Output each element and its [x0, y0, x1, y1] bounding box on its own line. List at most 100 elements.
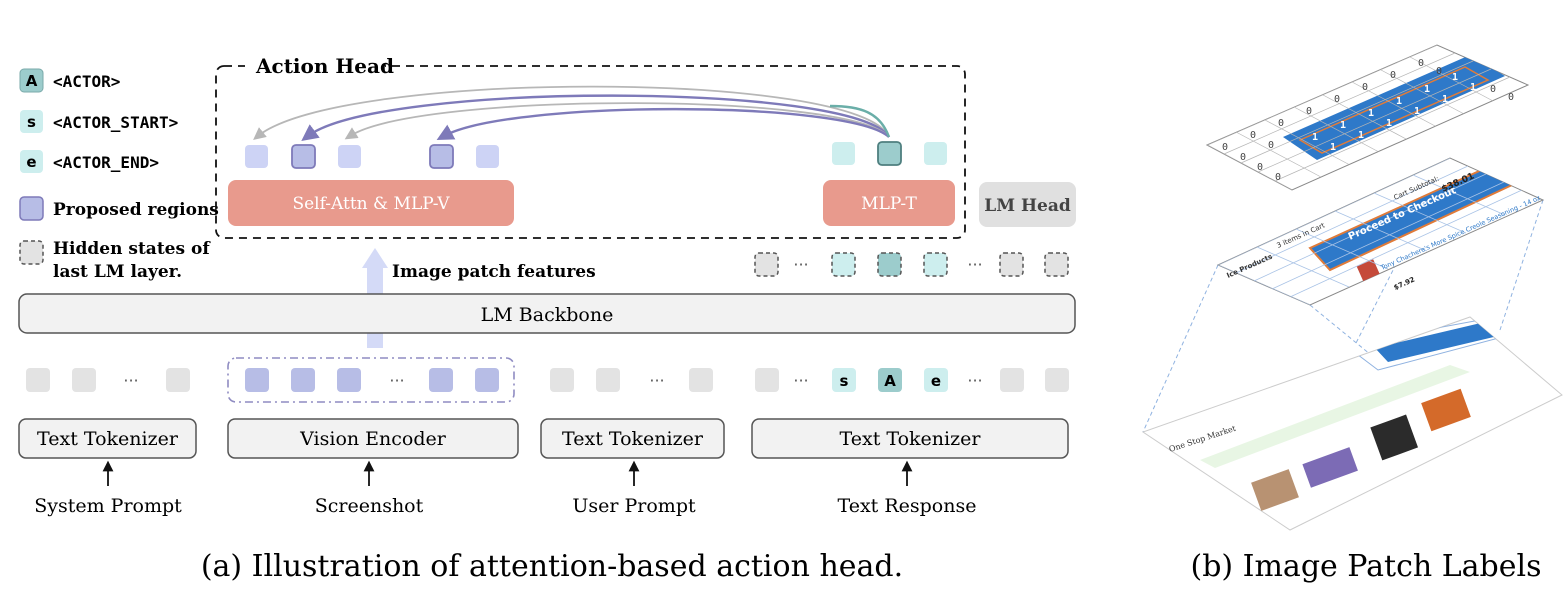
label-zero: 0 [1508, 92, 1514, 103]
mini-checkout-button [1375, 322, 1498, 362]
response-ellipsis-2: ··· [967, 371, 982, 390]
legend-end-letter: e [26, 153, 36, 171]
label-zero: 0 [1362, 82, 1368, 93]
teal-token-left [832, 142, 855, 165]
hidden-state-start [831, 252, 856, 277]
cart-grid [1218, 158, 1523, 305]
hidden-states-row: ··· ··· [754, 252, 1069, 277]
user-token [596, 368, 620, 392]
label-one: 1 [1452, 72, 1458, 83]
attention-curve-teal [829, 104, 891, 138]
full-screenshot-layer [1141, 316, 1563, 531]
response-token [1045, 368, 1069, 392]
label-zero: 0 [1306, 106, 1312, 117]
label-one: 1 [1470, 82, 1476, 93]
label-zero: 0 [1268, 140, 1274, 151]
vision-region-token-2 [338, 145, 361, 168]
text-tokenizer-response-label: Text Tokenizer [840, 428, 982, 450]
caption-b: (b) Image Patch Labels [1190, 549, 1541, 584]
labelled-region [1283, 55, 1505, 160]
label-zero: 0 [1278, 118, 1284, 129]
response-ellipsis-1: ··· [793, 371, 808, 390]
input-token-row: ··· ··· ··· ··· s A e ··· [26, 357, 1069, 403]
response-end-token [924, 368, 948, 392]
legend-actor-token [19, 68, 44, 93]
legend-hidden-line2: last LM layer. [53, 262, 182, 282]
text-tokenizer-system [18, 418, 197, 459]
screenshot-label: Screenshot [315, 495, 424, 517]
legend-hidden-line1: Hidden states of [53, 239, 211, 259]
vision-token [337, 368, 361, 392]
label-zero: 0 [1257, 162, 1263, 173]
attention-curve-3 [344, 102, 890, 140]
user-token [689, 368, 713, 392]
legend-start-label: <ACTOR_START> [53, 113, 178, 132]
actor-output-token [877, 141, 902, 166]
lm-head-label: LM Head [984, 196, 1071, 216]
product-image [1370, 414, 1419, 461]
label-one: 1 [1340, 120, 1346, 131]
response-token [755, 368, 779, 392]
label-one: 1 [1396, 96, 1402, 107]
label-one: 1 [1442, 94, 1448, 105]
self-attn-mlp-v-block [228, 180, 514, 226]
response-start-letter: s [840, 372, 849, 390]
label-zero: 0 [1250, 130, 1256, 141]
action-head-title: Action Head [255, 54, 394, 78]
system-prompt-label: System Prompt [34, 495, 182, 517]
lm-backbone-label: LM Backbone [481, 304, 614, 326]
product-image [1421, 388, 1471, 432]
response-start-token [832, 368, 856, 392]
response-actor-letter: A [884, 372, 896, 390]
vision-encoder-label: Vision Encoder [299, 428, 447, 450]
vision-token [291, 368, 315, 392]
response-end-letter: e [931, 372, 941, 390]
action-head: Action Head Self-Attn & MLP-V MLP-T [215, 52, 966, 239]
text-tokenizer-response [751, 418, 1069, 459]
label-ones: 1 1 1 1 1 1 1 1 1 1 1 1 [1312, 72, 1476, 153]
hidden-state-token [754, 252, 779, 277]
lm-backbone-block [18, 293, 1076, 334]
legend-start-token [20, 110, 43, 133]
vision-region-token-3 [476, 145, 499, 168]
response-token [1000, 368, 1024, 392]
self-attn-mlp-v-label: Self-Attn & MLP-V [292, 194, 450, 214]
user-ellipsis: ··· [649, 371, 664, 390]
legend-proposed-label: Proposed regions [53, 200, 219, 220]
label-one: 1 [1424, 84, 1430, 95]
encoders-row: Text Tokenizer Vision Encoder Text Token… [18, 418, 1069, 459]
label-one: 1 [1330, 142, 1336, 153]
hidden-ellipsis-1: ··· [793, 255, 808, 274]
action-head-title-mask [245, 52, 385, 80]
label-zero: 0 [1390, 70, 1396, 81]
vision-token-group [227, 357, 515, 403]
response-actor-token [878, 368, 902, 392]
text-tokenizer-system-label: Text Tokenizer [37, 428, 179, 450]
product-image [1302, 447, 1358, 488]
system-token [72, 368, 96, 392]
screenshot-banner [1200, 365, 1470, 468]
proposed-region-token-2 [429, 144, 454, 169]
label-one: 1 [1368, 108, 1374, 119]
proposed-region-token-1 [291, 144, 316, 169]
legend-actor-label: <ACTOR> [53, 72, 120, 91]
hidden-state-end [923, 252, 948, 277]
hidden-state-token [999, 252, 1024, 277]
label-zero: 0 [1222, 142, 1228, 153]
vision-region-token-1 [245, 145, 268, 168]
caption-a: (a) Illustration of attention-based acti… [201, 549, 903, 584]
label-zero: 0 [1490, 84, 1496, 95]
label-one: 1 [1386, 118, 1392, 129]
connector-line [1309, 304, 1421, 396]
text-tokenizer-user [540, 418, 725, 459]
label-zero: 0 [1418, 58, 1424, 69]
product-image [1251, 469, 1299, 511]
image-patch-features-label: Image patch features [392, 262, 596, 282]
legend-end-label: <ACTOR_END> [53, 153, 159, 172]
vision-token [475, 368, 499, 392]
label-grid-lines [1207, 45, 1511, 190]
label-one: 1 [1414, 106, 1420, 117]
attention-curve-4 [436, 107, 890, 141]
legend-hidden-token [19, 240, 44, 265]
